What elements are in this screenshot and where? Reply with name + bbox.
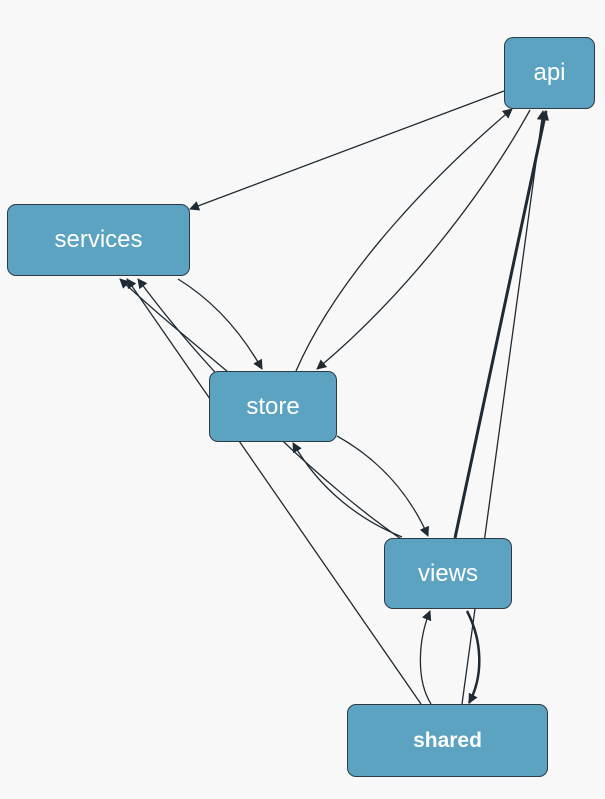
edge-api-to-services [189,90,505,211]
edge-store-to-views [336,435,429,537]
edge-views-to-shared [465,610,481,704]
node-services[interactable]: services [7,204,190,276]
edge-views-to-api [453,110,550,539]
edge-shared-to-api [461,110,547,705]
edge-shared-to-services [126,278,422,705]
edge-api-to-store [316,109,531,370]
node-shared[interactable]: shared [347,704,548,777]
edge-views-to-store [292,442,403,538]
node-store[interactable]: store [209,371,337,442]
node-views[interactable]: views [384,538,512,609]
node-api[interactable]: api [504,37,595,109]
edge-shared-to-views [419,610,432,705]
edge-services-to-store [177,278,263,370]
edge-store-to-api [295,108,513,372]
edge-store-to-services [119,278,229,373]
